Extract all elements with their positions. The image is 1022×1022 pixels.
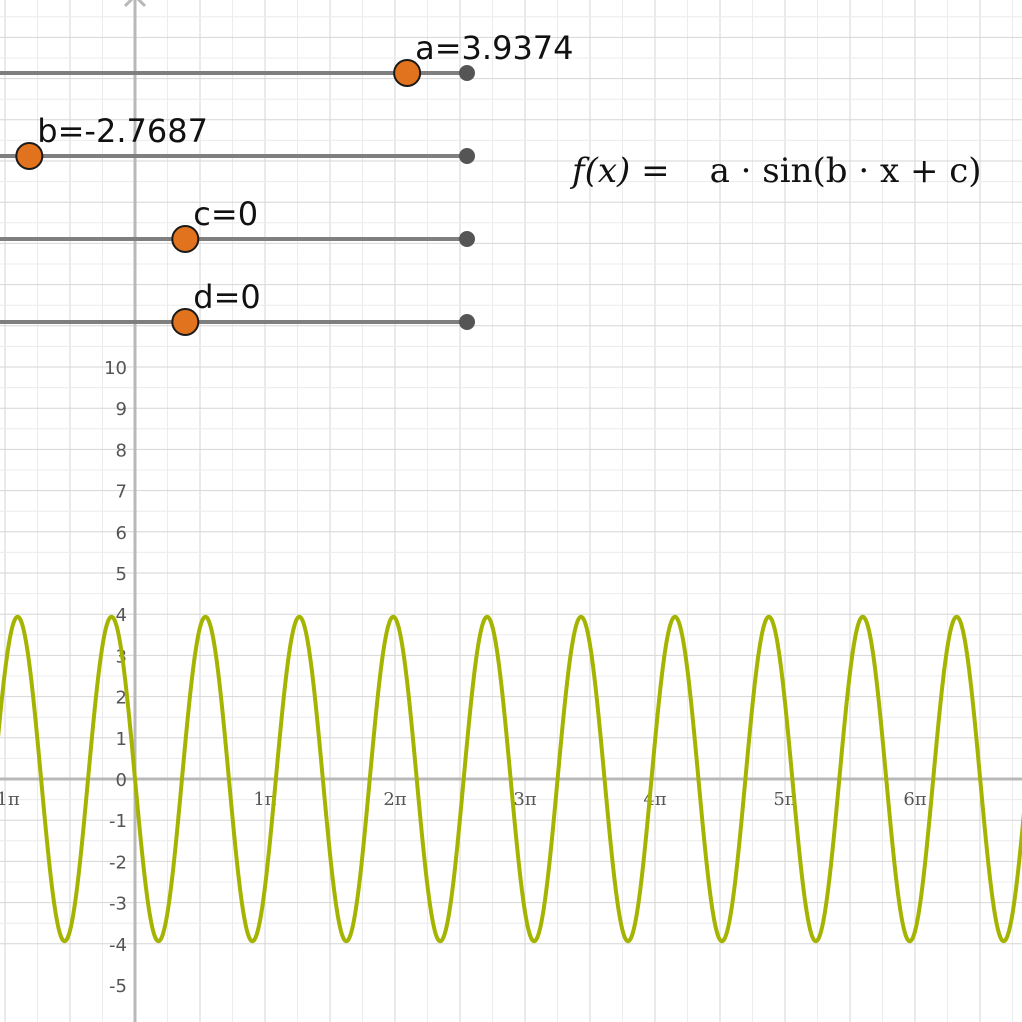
- slider-handle[interactable]: [15, 142, 44, 170]
- function-formula: f(x) = a · sin(b · x + c): [572, 154, 982, 188]
- x-tick-label: -1π: [0, 789, 20, 810]
- y-tick-label: 5: [116, 564, 127, 585]
- y-tick-label: 9: [116, 399, 127, 420]
- slider-b[interactable]: b=-2.7687: [0, 112, 475, 170]
- y-tick-label: -1: [109, 811, 127, 832]
- y-tick-label: -4: [109, 935, 127, 956]
- y-tick-label: -2: [109, 852, 127, 873]
- slider-end-point: [459, 148, 475, 164]
- slider-handle[interactable]: [171, 225, 200, 253]
- function-curve[interactable]: [0, 614, 1022, 944]
- slider-handle[interactable]: [393, 59, 422, 87]
- slider-d[interactable]: d=0: [0, 278, 475, 336]
- y-tick-label: 2: [116, 688, 127, 709]
- x-tick-label: 4π: [643, 789, 666, 810]
- slider-end-point: [459, 314, 475, 330]
- function-graph: [0, 614, 1022, 944]
- x-tick-label: 1π: [253, 789, 276, 810]
- x-tick-label: 6π: [903, 789, 926, 810]
- x-tick-label: 3π: [513, 789, 536, 810]
- y-tick-label: 0: [116, 770, 127, 791]
- slider-handle[interactable]: [171, 308, 200, 336]
- y-tick-label: 1: [116, 729, 127, 750]
- y-axis-arrow-icon: [123, 0, 147, 8]
- y-tick-label: 10: [104, 358, 127, 379]
- slider-label: a=3.9374: [415, 29, 573, 67]
- slider-c[interactable]: c=0: [0, 195, 475, 253]
- slider-label: b=-2.7687: [37, 112, 208, 150]
- slider-label: c=0: [193, 195, 258, 233]
- slider-label: d=0: [193, 278, 260, 316]
- formula-rhs: a · sin(b · x + c): [709, 151, 982, 191]
- sliders: a=3.9374 b=-2.7687 c=0 d=0: [0, 29, 574, 336]
- slider-a[interactable]: a=3.9374: [0, 29, 574, 87]
- y-tick-label: -3: [109, 894, 127, 915]
- slider-end-point: [459, 231, 475, 247]
- x-tick-label: 5π: [773, 789, 796, 810]
- y-tick-label: 4: [116, 605, 127, 626]
- y-tick-label: 6: [116, 523, 127, 544]
- y-tick-label: 7: [116, 482, 127, 503]
- formula-lhs: f(x) =: [572, 151, 670, 191]
- y-tick-label: 8: [116, 440, 127, 461]
- x-tick-label: 2π: [383, 789, 406, 810]
- slider-end-point: [459, 65, 475, 81]
- y-tick-label: -5: [109, 976, 127, 997]
